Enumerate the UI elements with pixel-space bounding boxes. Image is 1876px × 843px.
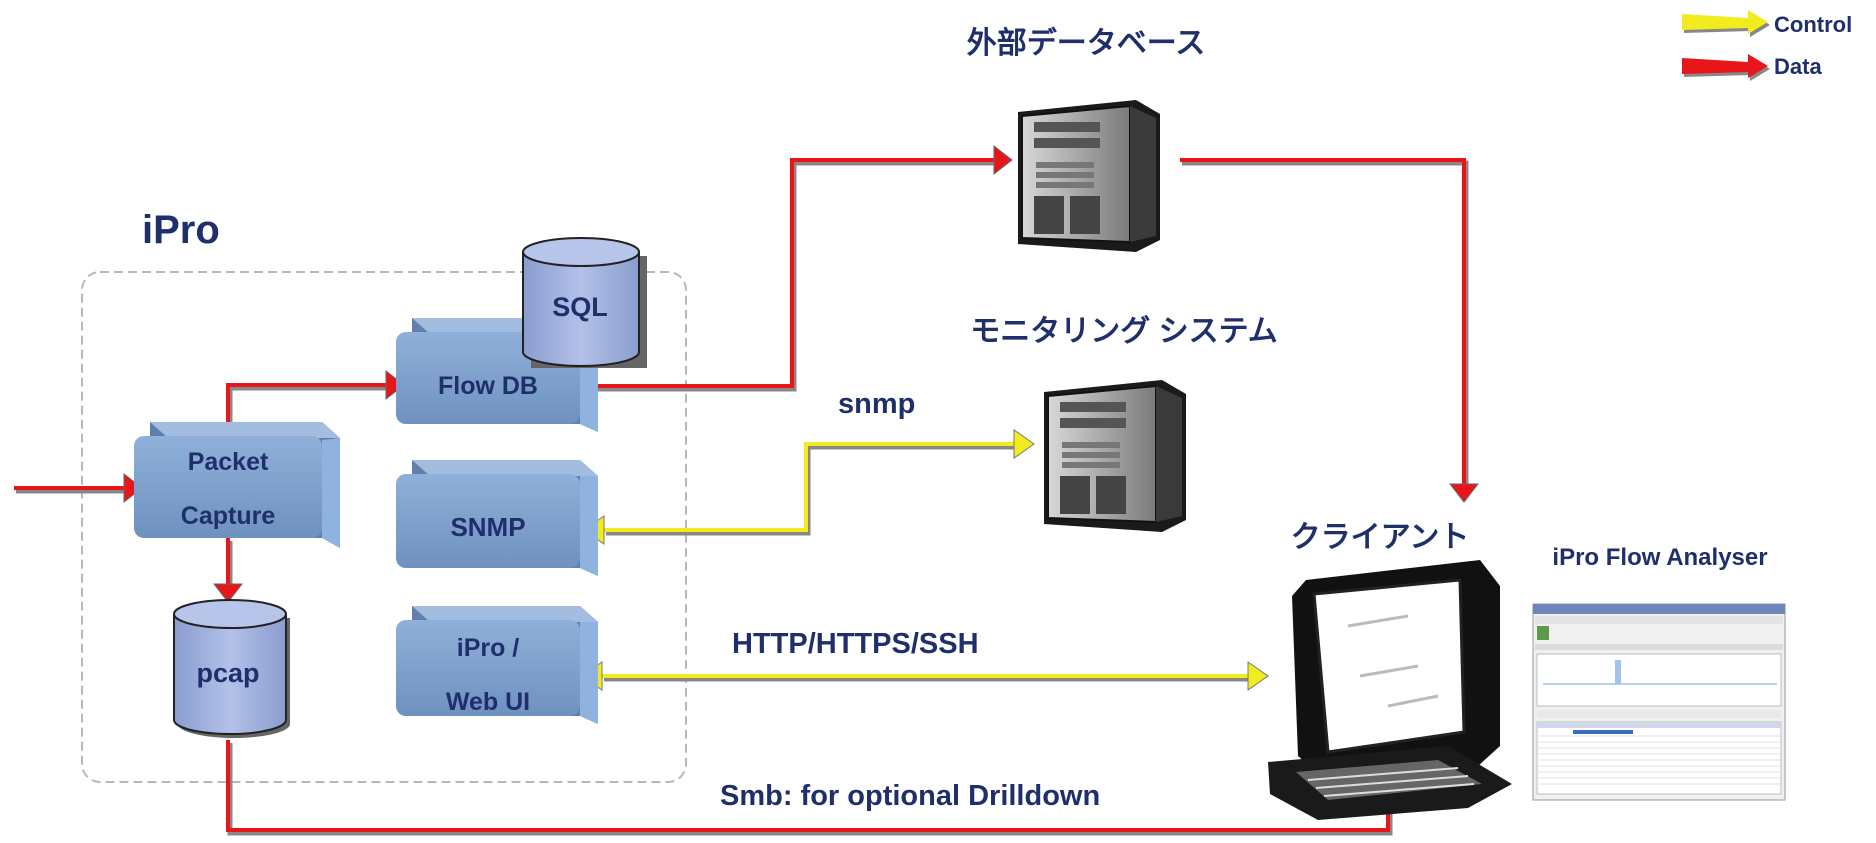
pcap-label: pcap: [196, 658, 260, 688]
smb-connection-label: Smb: for optional Drilldown: [720, 780, 1101, 812]
snmp-box: [396, 460, 598, 576]
sql-cylinder: [522, 237, 647, 368]
legend: [1682, 10, 1770, 81]
packet-capture-label-line2: Capture: [180, 502, 276, 530]
client-computer-icon: [1268, 560, 1512, 820]
snmp-control-line: [604, 442, 1016, 536]
web-ui-label-line1: iPro /: [456, 634, 520, 662]
control-lines: [602, 442, 1250, 682]
input-data-line: [14, 486, 126, 494]
pcap-to-client-line: [226, 740, 1393, 836]
capture-to-pcap-line: [226, 538, 233, 587]
flowdb-to-extdb-line: [580, 158, 996, 392]
http-connection-label: HTTP/HTTPS/SSH: [732, 628, 979, 660]
extdb-to-client-line: [1180, 158, 1469, 487]
legend-control-arrow: [1682, 10, 1770, 37]
external-db-label: 外部データベース: [966, 27, 1206, 60]
monitoring-system-label: モニタリング システム: [970, 315, 1278, 348]
monitoring-server-icon: [1044, 380, 1186, 532]
legend-data-label: Data: [1774, 54, 1822, 79]
web-ui-box: [396, 606, 598, 724]
web-ui-label-line2: Web UI: [445, 688, 531, 716]
packet-capture-label-line1: Packet: [187, 448, 269, 476]
analyser-label: iPro Flow Analyser: [1552, 544, 1768, 571]
client-label: クライアント: [1290, 521, 1470, 554]
snmp-label: SNMP: [450, 512, 526, 542]
external-db-server-icon: [1018, 100, 1160, 252]
legend-data-arrow: [1682, 54, 1770, 81]
ipro-boundary: [81, 271, 687, 783]
data-lines: [14, 158, 1469, 836]
packet-capture-box: [134, 422, 340, 548]
flow-db-label: Flow DB: [438, 372, 538, 400]
http-control-line: [602, 674, 1250, 682]
snmp-connection-label: snmp: [838, 388, 916, 420]
sql-label: SQL: [552, 292, 608, 322]
legend-control-label: Control: [1774, 12, 1853, 37]
analyser-screenshot-thumbnail: [1532, 603, 1786, 801]
pcap-cylinder: [173, 599, 290, 738]
ipro-title: iPro: [142, 208, 220, 252]
